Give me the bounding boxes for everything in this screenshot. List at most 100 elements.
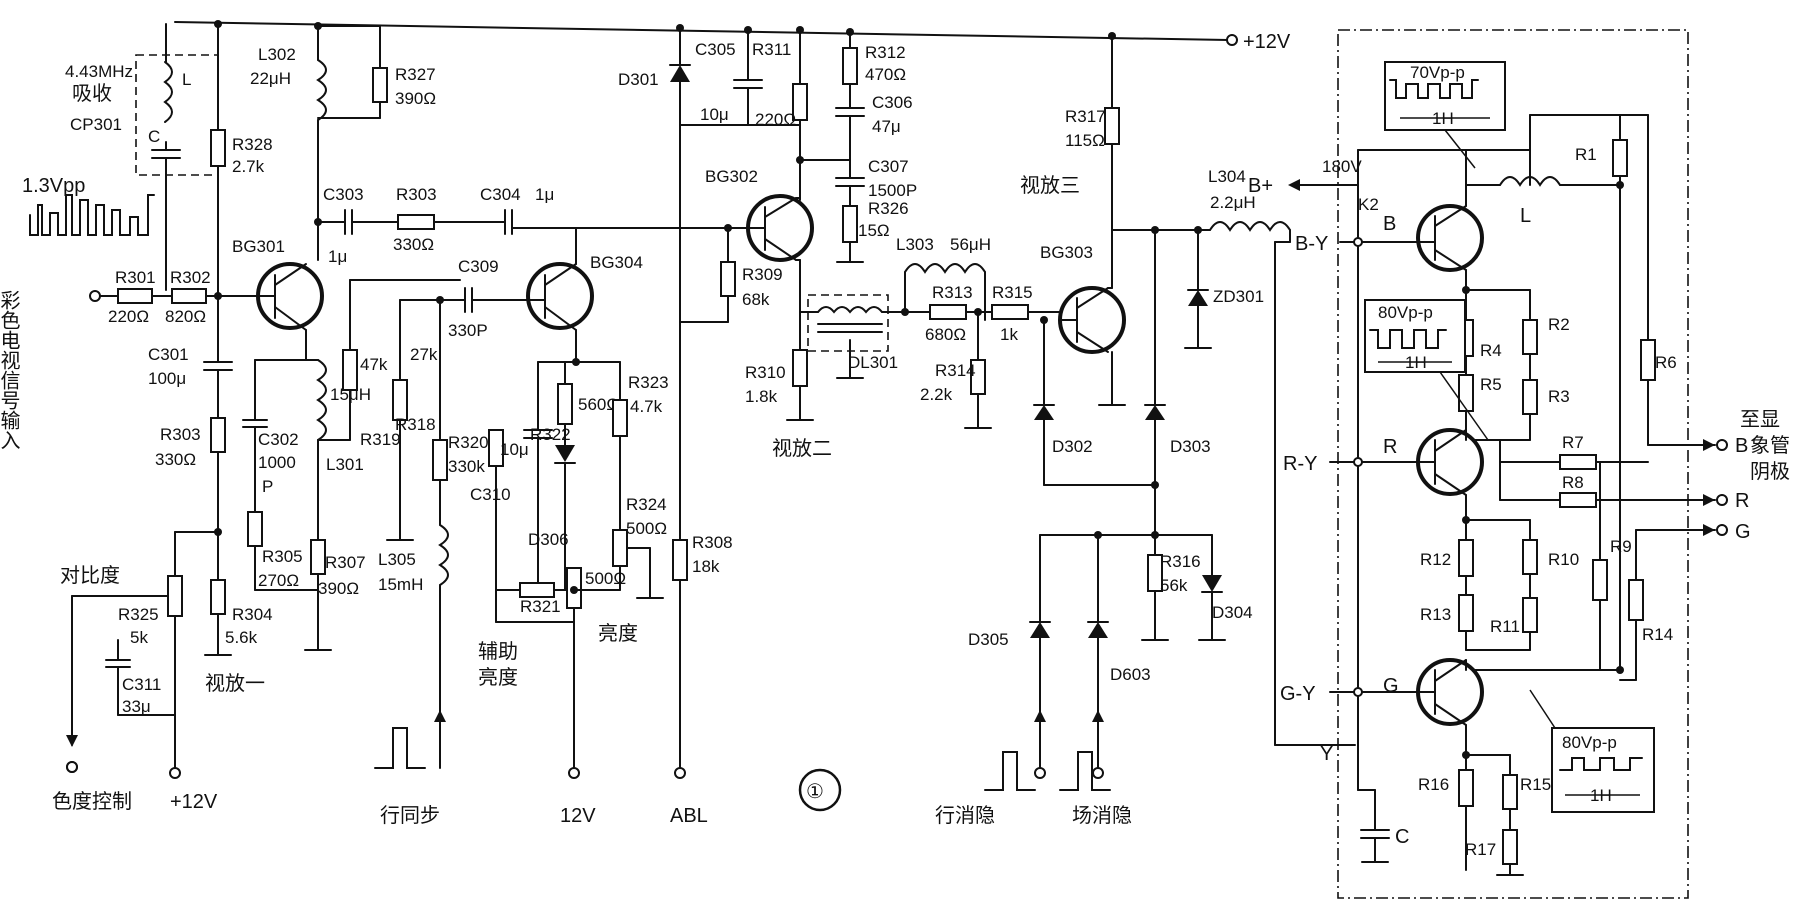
aux-brightness-label-1: 辅助 — [478, 640, 518, 663]
r311-value: 220Ω — [755, 110, 796, 129]
d306-ref: D306 — [528, 530, 569, 549]
r14 — [1628, 579, 1644, 621]
zd301-ref: ZD301 — [1213, 287, 1264, 306]
dest-label-1: 至显 — [1740, 409, 1780, 431]
r15 — [1502, 774, 1518, 810]
r317 — [1104, 107, 1120, 145]
r1 — [1612, 139, 1628, 177]
rail-label: +12V — [1243, 31, 1291, 53]
zd301-zener — [1188, 290, 1208, 306]
r16-label: R16 — [1418, 775, 1449, 794]
rgb-output-panel: B+ 180V K2 B-Y R-Y G-Y Y B L — [1248, 29, 1790, 899]
trap-desc-label: 吸收 — [72, 82, 112, 105]
r309-ref: R309 — [742, 265, 783, 284]
line-blank-label: 行消隐 — [935, 804, 995, 827]
out-g-label: G — [1735, 521, 1751, 543]
c301-ref: C301 — [148, 345, 189, 364]
r5-label: R5 — [1480, 375, 1502, 394]
r326 — [842, 205, 858, 243]
r302-value: 820Ω — [165, 307, 206, 326]
c301-value: 100μ — [148, 369, 186, 388]
r4-label: R4 — [1480, 341, 1502, 360]
r308-ref: R308 — [692, 533, 733, 552]
gy-label: G-Y — [1280, 683, 1316, 705]
b-plus-label: B+ — [1248, 175, 1273, 197]
r321-value: 500Ω — [585, 569, 626, 588]
trap-freq-label: 4.43MHz — [65, 62, 133, 81]
r8-label: R8 — [1562, 473, 1584, 492]
trap-c-label: C — [148, 127, 160, 146]
r7-label: R7 — [1562, 433, 1584, 452]
c310-value: 10μ — [500, 440, 529, 459]
r312-value: 470Ω — [865, 65, 906, 84]
r5 — [1458, 374, 1474, 412]
l302-inductor — [316, 59, 327, 121]
abl-label: ABL — [670, 805, 708, 827]
r321 — [519, 582, 555, 598]
r302 — [171, 288, 207, 304]
c310-ref: C310 — [470, 485, 511, 504]
r305 — [247, 511, 263, 547]
r310 — [792, 349, 808, 387]
r303b-value: 330Ω — [155, 450, 196, 469]
r322-ref: R322 — [530, 425, 571, 444]
r11 — [1522, 597, 1538, 633]
r325-ref: R325 — [118, 605, 159, 624]
c309-ref: C309 — [458, 257, 499, 276]
l302-ref: L302 — [258, 45, 296, 64]
r323 — [612, 399, 628, 437]
dest-label-3: 阴极 — [1750, 460, 1790, 483]
r327-value: 390Ω — [395, 89, 436, 108]
r313 — [929, 304, 967, 320]
g-base-label: G — [1383, 675, 1399, 697]
r16 — [1458, 769, 1474, 807]
r319-ref: R319 — [360, 430, 401, 449]
c311-value: 33μ — [122, 697, 151, 716]
wave-top-period: 1H — [1432, 109, 1454, 128]
out-b-label: B — [1735, 435, 1748, 457]
l305-ref: L305 — [378, 550, 416, 569]
trap-ref-label: CP301 — [70, 115, 122, 134]
r10 — [1522, 539, 1538, 575]
contrast-label: 对比度 — [60, 564, 120, 587]
c307-ref: C307 — [868, 157, 909, 176]
r325-contrast-pot[interactable] — [167, 575, 183, 617]
r328-value: 2.7k — [232, 157, 265, 176]
aux-brightness-label-2: 亮度 — [478, 666, 518, 689]
line-sync-pulse — [374, 727, 426, 769]
r314-value: 2.2k — [920, 385, 953, 404]
r6-label: R6 — [1655, 353, 1677, 372]
r312-ref: R312 — [865, 43, 906, 62]
r12 — [1458, 539, 1474, 577]
wave-mid-label: 80Vp-p — [1378, 303, 1433, 322]
r305-ref: R305 — [262, 547, 303, 566]
stage1: R328 2.7k BG301 L302 22μH R327 390Ω C303… — [60, 21, 729, 779]
line-blank-pulse — [984, 751, 1036, 791]
l-peaking-inductor — [1499, 176, 1561, 187]
r6 — [1640, 339, 1656, 381]
d306-diode — [555, 445, 575, 462]
r302-ref: R302 — [170, 268, 211, 287]
bottom-terminals: 色度控制 +12V 行同步 12V ABL 行消隐 场消隐 ① — [52, 727, 1132, 827]
r324-brightness-pot[interactable] — [612, 529, 628, 567]
d603-diode — [1088, 622, 1108, 638]
c302-unit: P — [262, 477, 273, 496]
input-vpp-label: 1.3Vpp — [22, 175, 85, 197]
r320 — [432, 439, 448, 481]
c304-ref: C304 — [480, 185, 521, 204]
r310-ref: R310 — [745, 363, 786, 382]
r312 — [842, 47, 858, 85]
l303-value: 56μH — [950, 235, 991, 254]
v12-left-label: +12V — [170, 791, 218, 813]
r3 — [1522, 379, 1538, 415]
r303a — [397, 214, 435, 230]
r307 — [310, 539, 326, 575]
r317-value: 115Ω — [1065, 131, 1105, 150]
junction-dots — [214, 20, 1624, 759]
figure-number-circle — [798, 768, 842, 812]
r320-value: 330k — [448, 457, 485, 476]
video-input-terminal — [89, 290, 101, 302]
input-section: 4.43MHz 吸收 CP301 L C 1.3Vpp R301 220Ω R3… — [0, 23, 256, 450]
l303-ref: L303 — [896, 235, 934, 254]
r322-value: 560Ω — [578, 395, 619, 414]
